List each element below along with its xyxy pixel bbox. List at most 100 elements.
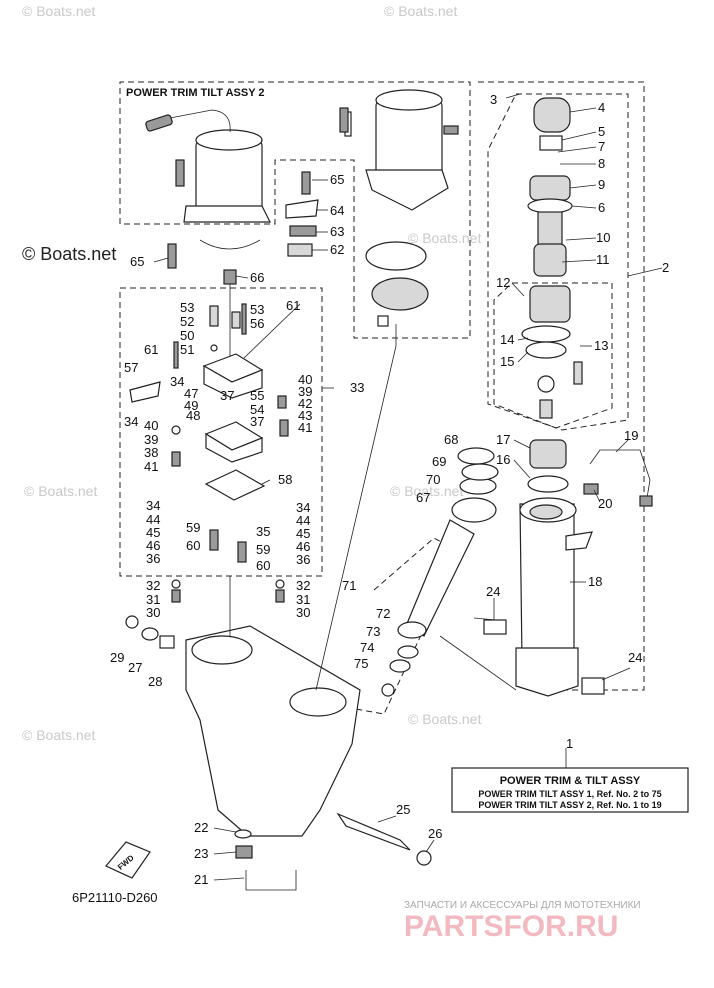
ref-number: 33 <box>350 380 364 395</box>
ref-number: 44 <box>296 513 310 528</box>
valve-seat <box>539 399 553 419</box>
leader-line <box>213 877 245 881</box>
pin <box>241 303 247 335</box>
spring <box>231 311 241 329</box>
ref-number: 39 <box>144 432 158 447</box>
ref-number: 19 <box>624 428 638 443</box>
pin <box>173 341 179 369</box>
leader-line <box>601 667 631 681</box>
ref-number: 52 <box>180 314 194 329</box>
ref-number: 59 <box>186 520 200 535</box>
leader-line <box>565 237 597 241</box>
ball <box>210 344 218 352</box>
filter-plate <box>365 241 427 271</box>
assy2-dashed-box <box>119 81 471 339</box>
leader-line <box>425 839 435 853</box>
bracket-casting <box>185 625 361 837</box>
motor-cap <box>195 129 263 151</box>
leader-line <box>557 146 597 153</box>
leader-line <box>561 259 597 263</box>
leader-line <box>439 635 517 691</box>
rod-end <box>533 97 571 133</box>
ref-number: 75 <box>354 656 368 671</box>
check-valve <box>171 589 181 603</box>
dust-seal <box>539 135 563 151</box>
ref-number: 54 <box>250 402 264 417</box>
trim-seal <box>451 497 497 523</box>
gear-element <box>289 225 317 237</box>
leader-line <box>511 282 525 297</box>
pump-plate <box>371 277 429 311</box>
ref-number: 47 <box>184 386 198 401</box>
ref-number: 55 <box>250 388 264 403</box>
ref-number: 40 <box>298 372 312 387</box>
ref-number: 67 <box>416 490 430 505</box>
ref-number: 53 <box>180 300 194 315</box>
leader-line <box>627 267 663 277</box>
screw <box>167 243 177 269</box>
leader-line <box>153 257 169 263</box>
motor-cap <box>375 89 443 111</box>
ref-number: 31 <box>146 592 160 607</box>
ref-number: 51 <box>180 342 194 357</box>
brand-tagline: ЗАПЧАСТИ И АКСЕССУАРЫ ДЛЯ МОТОТЕХНИКИ <box>404 900 641 911</box>
pipe <box>245 870 297 891</box>
oring <box>141 627 159 641</box>
ref-number: 61 <box>286 298 300 313</box>
ref-number: 32 <box>146 578 160 593</box>
rod-piston <box>533 243 567 277</box>
ref-number: 40 <box>144 418 158 433</box>
ref-number: 34 <box>146 498 160 513</box>
ref-number: 64 <box>330 203 344 218</box>
washer <box>537 375 555 393</box>
ref-number: 15 <box>500 354 514 369</box>
piston-ring <box>525 341 567 359</box>
ref-number: 41 <box>144 459 158 474</box>
leader-line <box>593 489 601 503</box>
motor-oring <box>199 239 261 250</box>
ref-number: 23 <box>194 846 208 861</box>
valve-block-dashed-box <box>119 287 323 577</box>
screw <box>339 107 349 133</box>
watermark-site: © Boats.net <box>390 483 463 499</box>
ref-number: 46 <box>296 539 310 554</box>
bracket-port <box>289 687 347 717</box>
leader-line <box>243 303 301 359</box>
bushing <box>581 677 605 695</box>
legend-line-assy2: POWER TRIM TILT ASSY 2, Ref. No. 1 to 19 <box>478 800 661 810</box>
gear-cover <box>285 199 319 219</box>
oring <box>527 198 573 214</box>
legend-title: POWER TRIM & TILT ASSY <box>500 775 641 787</box>
drive-gear <box>287 243 313 257</box>
ref-number: 24 <box>628 650 642 665</box>
washer <box>389 659 411 673</box>
fwd-arrow <box>105 841 151 879</box>
wire-terminal <box>145 114 173 132</box>
ref-number: 69 <box>432 454 446 469</box>
ref-number: 2 <box>662 260 669 275</box>
ref-1: 1 <box>566 736 573 751</box>
valve-plug <box>223 269 237 285</box>
watermark-site: © Boats.net <box>24 483 97 499</box>
ref-number: 27 <box>128 660 142 675</box>
leader-line <box>569 184 597 189</box>
ref-number: 49 <box>184 398 198 413</box>
screw <box>301 171 311 195</box>
watermark-site: © Boats.net <box>408 230 481 246</box>
ref-number: 17 <box>496 432 510 447</box>
ref-number: 50 <box>180 328 194 343</box>
screw <box>175 159 185 187</box>
ref-number: 20 <box>598 496 612 511</box>
ref-number: 5 <box>598 124 605 139</box>
ref-number: 59 <box>256 542 270 557</box>
ref-number: 30 <box>146 605 160 620</box>
valve-screw <box>171 451 181 467</box>
bracket-body: FWD <box>105 345 432 891</box>
leader-line <box>571 205 597 209</box>
legend-frame <box>451 767 689 813</box>
ref-number: 65 <box>330 172 344 187</box>
ref-number: 58 <box>278 472 292 487</box>
ref-number: 22 <box>194 820 208 835</box>
ref-number: 63 <box>330 224 344 239</box>
